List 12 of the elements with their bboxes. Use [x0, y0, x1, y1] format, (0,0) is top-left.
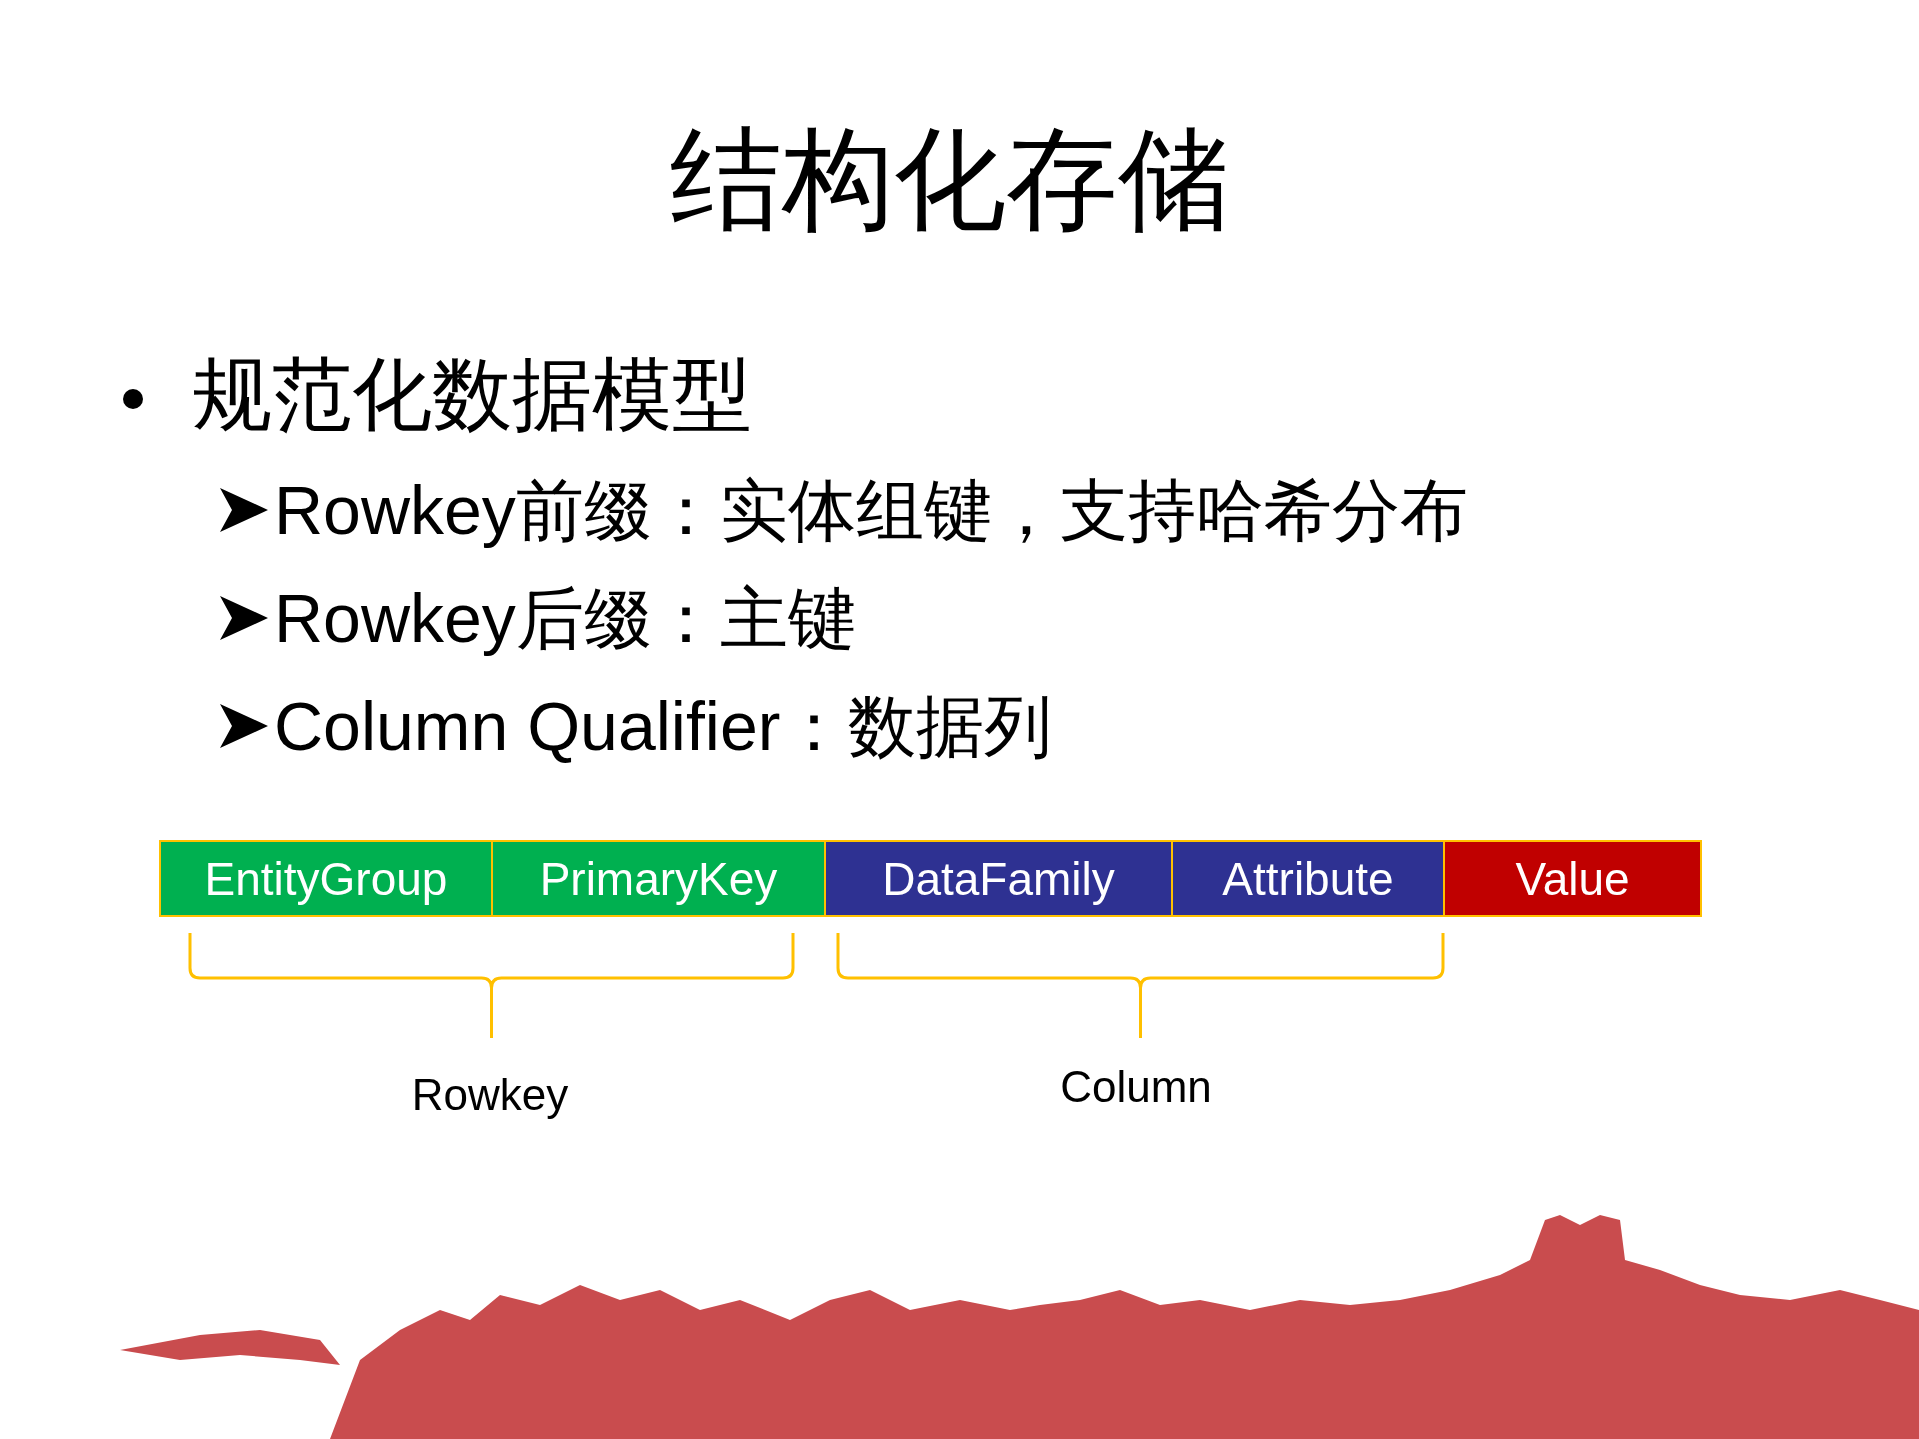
bracket-label: Column — [1059, 1062, 1213, 1112]
bullet-text: Rowkey后缀：主键 — [274, 579, 856, 658]
bullet-text: Rowkey前缀：实体组键，支持哈希分布 — [274, 471, 1468, 550]
table-cell: DataFamily — [824, 840, 1173, 917]
table-cell: Value — [1443, 840, 1702, 917]
bracket-label: Rowkey — [410, 1070, 570, 1120]
bullet-text: Column Qualifier：数据列 — [274, 687, 1053, 766]
bullet-text: 规范化数据模型 — [192, 350, 752, 440]
slide-title: 结构化存储 — [668, 113, 1231, 246]
table-cell: EntityGroup — [159, 840, 493, 917]
table-cell: Attribute — [1171, 840, 1445, 917]
table-cell: PrimaryKey — [491, 840, 826, 917]
